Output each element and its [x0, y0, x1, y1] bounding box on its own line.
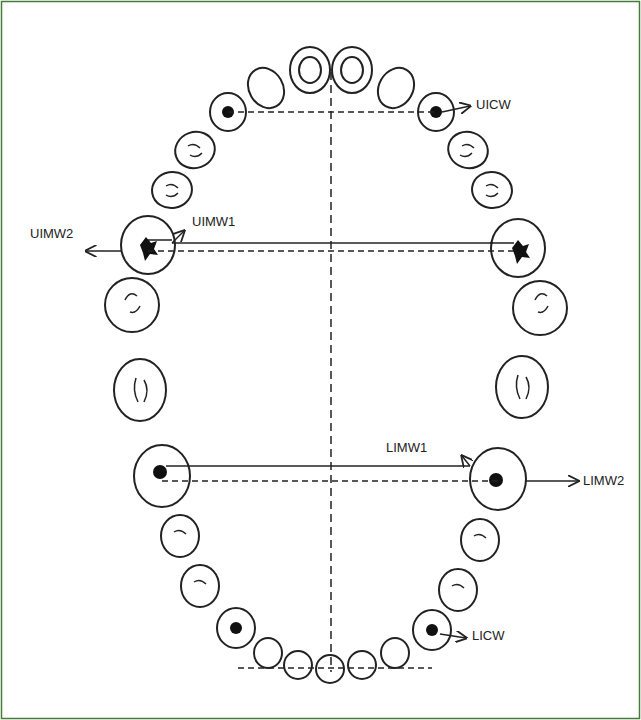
- measurement-label: LIMW2: [583, 473, 624, 489]
- measurement-label: LIMW1: [386, 440, 427, 456]
- measurement-label: UIMW2: [30, 226, 73, 242]
- measurement-label: LICW: [472, 628, 505, 644]
- measurement-label: UICW: [476, 97, 511, 113]
- measurement-label: UIMW1: [192, 214, 235, 230]
